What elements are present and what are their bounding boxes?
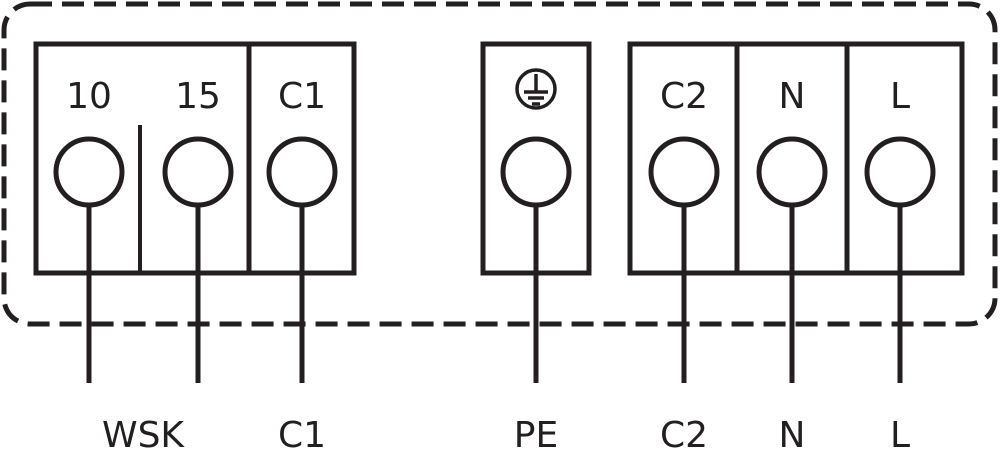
terminal-screw [864,136,936,208]
earth-ground-icon [515,68,557,110]
terminal-block-right: C2 N L [627,41,965,383]
terminal-screw [162,136,234,208]
terminal-label: N [779,76,806,117]
terminal-label: C2 [660,76,708,117]
terminal-screw [266,136,338,208]
terminal-screw [500,136,572,208]
terminal-block-earth [480,41,592,383]
terminal-screw [756,136,828,208]
terminal-10: 10 [53,76,125,383]
terminal-l: L [864,76,936,383]
terminal-label: C1 [278,76,326,117]
cable-label-pe: PE [514,415,558,456]
terminal-n: N [756,76,828,383]
terminal-screw [53,136,125,208]
terminal-c1: C1 [266,76,338,383]
cable-label-n: N [779,415,806,456]
cable-label-wsk: WSK [102,415,185,456]
cable-labels: WSK C1 PE C2 N L [102,415,910,456]
terminal-label: L [890,76,910,117]
terminal-pe [500,136,572,383]
housing-dashed-outline [1,1,998,327]
terminal-label: 15 [175,76,221,117]
cable-label-l: L [890,415,910,456]
terminal-15: 15 [162,76,234,383]
cable-label-c1: C1 [278,415,326,456]
terminal-block-left: 10 15 C1 [33,41,357,383]
terminal-label: 10 [66,76,112,117]
terminal-c2: C2 [648,76,720,383]
terminal-screw [648,136,720,208]
cable-label-c2: C2 [660,415,708,456]
